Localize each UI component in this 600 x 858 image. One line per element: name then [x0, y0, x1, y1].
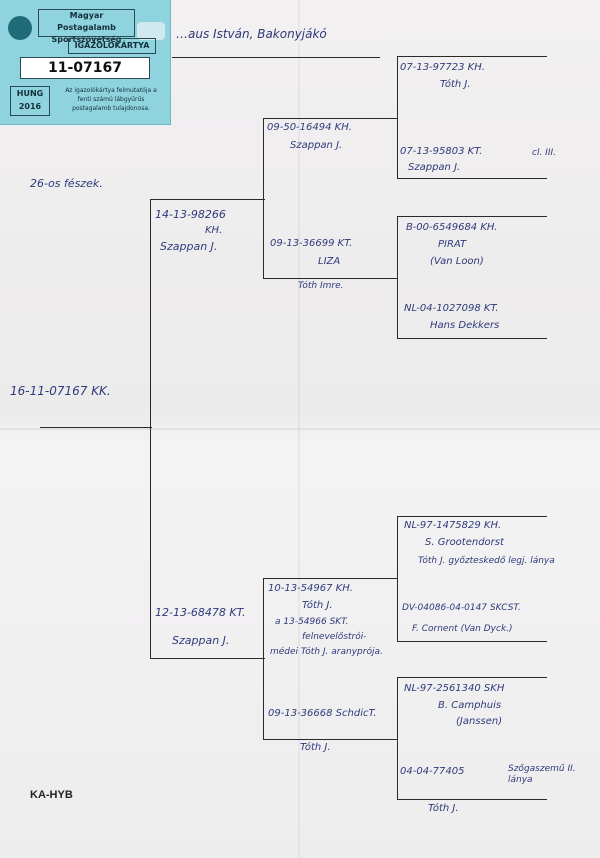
- card-org: Magyar Postagalamb Sportszövetség: [38, 9, 135, 44]
- sss-line: [397, 56, 547, 57]
- ds-breeder: Tóth J.: [302, 600, 333, 611]
- subject-line: [40, 427, 152, 428]
- pigeon-logo-icon: [8, 16, 32, 40]
- sds-line: [397, 216, 547, 217]
- sds-breeder: (Van Loon): [430, 256, 484, 267]
- sd-ring: 09-13-36699 KT.: [270, 238, 353, 249]
- ds-note-2: felnevelőstrói-: [302, 632, 367, 642]
- subject-ring: 16-11-07167 KK.: [10, 384, 111, 398]
- card-ring-number: 11-07167: [20, 57, 150, 79]
- fold-line-horizontal: [0, 428, 600, 430]
- card-title: IGAZOLÓKÁRTYA: [68, 38, 156, 54]
- sss-breeder: Tóth J.: [440, 79, 471, 90]
- sd-line: [263, 278, 398, 279]
- dss-note: Tóth J. győzteskedő legj. lánya: [418, 556, 555, 566]
- dss-line: [397, 516, 547, 517]
- header-underline: [172, 57, 380, 58]
- dam-breeder: Szappan J.: [172, 634, 230, 647]
- sds-ring: B-00-6549684 KH.: [406, 222, 498, 233]
- dss-breeder: S. Grootendorst: [425, 537, 504, 548]
- gen2-sire-bracket: [263, 118, 264, 279]
- gen3-sd-bracket: [397, 216, 398, 339]
- dds-ring: NL-97-2561340 SKH: [404, 683, 505, 694]
- ddd-breeder: Tóth J.: [428, 803, 459, 814]
- ds-note-3: médei Tóth J. aranyprója.: [270, 647, 383, 657]
- dsd-line: [397, 641, 547, 642]
- sire-sex: KH.: [205, 225, 223, 236]
- dds-breeder: B. Camphuis: [438, 700, 502, 711]
- ss-breeder: Szappan J.: [290, 140, 343, 151]
- ds-line: [263, 578, 398, 579]
- emblem-icon: [137, 22, 165, 40]
- dsd-ring: DV-04086-04-0147 SKCST.: [402, 603, 521, 613]
- dd-breeder: Tóth J.: [300, 742, 331, 753]
- sire-ring: 14-13-98266: [155, 208, 226, 221]
- sdd-ring: NL-04-1027098 KT.: [404, 303, 499, 314]
- ddd-line: [397, 799, 547, 800]
- card-note: Az igazolókártya felmutatója a fenti szá…: [65, 87, 157, 112]
- fold-line-vertical: [298, 0, 300, 858]
- gen2-dam-bracket: [263, 578, 264, 740]
- sss-ring: 07-13-97723 KH.: [400, 62, 485, 73]
- sd-name: LIZA: [318, 256, 341, 267]
- dsd-breeder: F. Cornent (Van Dyck.): [412, 624, 513, 634]
- ssd-line: [397, 178, 547, 179]
- dam-ring: 12-13-68478 KT.: [155, 606, 246, 619]
- dd-ring: 09-13-36668 SchdicT.: [268, 708, 377, 719]
- gen1-bracket: [150, 199, 151, 659]
- dss-ring: NL-97-1475829 KH.: [404, 520, 502, 531]
- ss-ring: 09-50-16494 KH.: [267, 122, 352, 133]
- dds-extra: (Janssen): [456, 716, 503, 727]
- ssd-extra: cl. III.: [532, 148, 556, 158]
- sire-line: [150, 199, 265, 200]
- ds-ring: 10-13-54967 KH.: [268, 583, 353, 594]
- card-year: 2016: [18, 102, 42, 111]
- ss-line: [263, 118, 398, 119]
- ssd-breeder: Szappan J.: [408, 162, 461, 173]
- sire-breeder: Szappan J.: [160, 240, 218, 253]
- dam-line: [150, 658, 265, 659]
- card-country-year: HUNG 2016: [10, 86, 50, 116]
- dd-line: [263, 739, 398, 740]
- owner-header: …aus István, Bakonyjákó: [176, 27, 327, 41]
- registration-card: Magyar Postagalamb Sportszövetség IGAZOL…: [0, 0, 171, 125]
- gen3-dd-bracket: [397, 677, 398, 800]
- nest-label: 26-os fészek.: [30, 177, 103, 190]
- sds-name: PIRAT: [438, 239, 467, 250]
- gen3-ss-bracket: [397, 56, 398, 179]
- dds-line: [397, 677, 547, 678]
- footer-code: KA-HYB: [30, 789, 73, 801]
- ssd-ring: 07-13-95803 KT.: [400, 146, 483, 157]
- sd-breeder: Tóth Imre.: [298, 281, 344, 291]
- ddd-ring: 04-04-77405: [400, 766, 465, 777]
- card-country: HUNG: [16, 89, 44, 98]
- sdd-line: [397, 338, 547, 339]
- ds-note-1: a 13-54966 SKT.: [275, 617, 349, 627]
- gen3-ds-bracket: [397, 516, 398, 642]
- ddd-extra: Szőgaszemű II. lánya: [508, 764, 576, 785]
- sdd-breeder: Hans Dekkers: [430, 320, 500, 331]
